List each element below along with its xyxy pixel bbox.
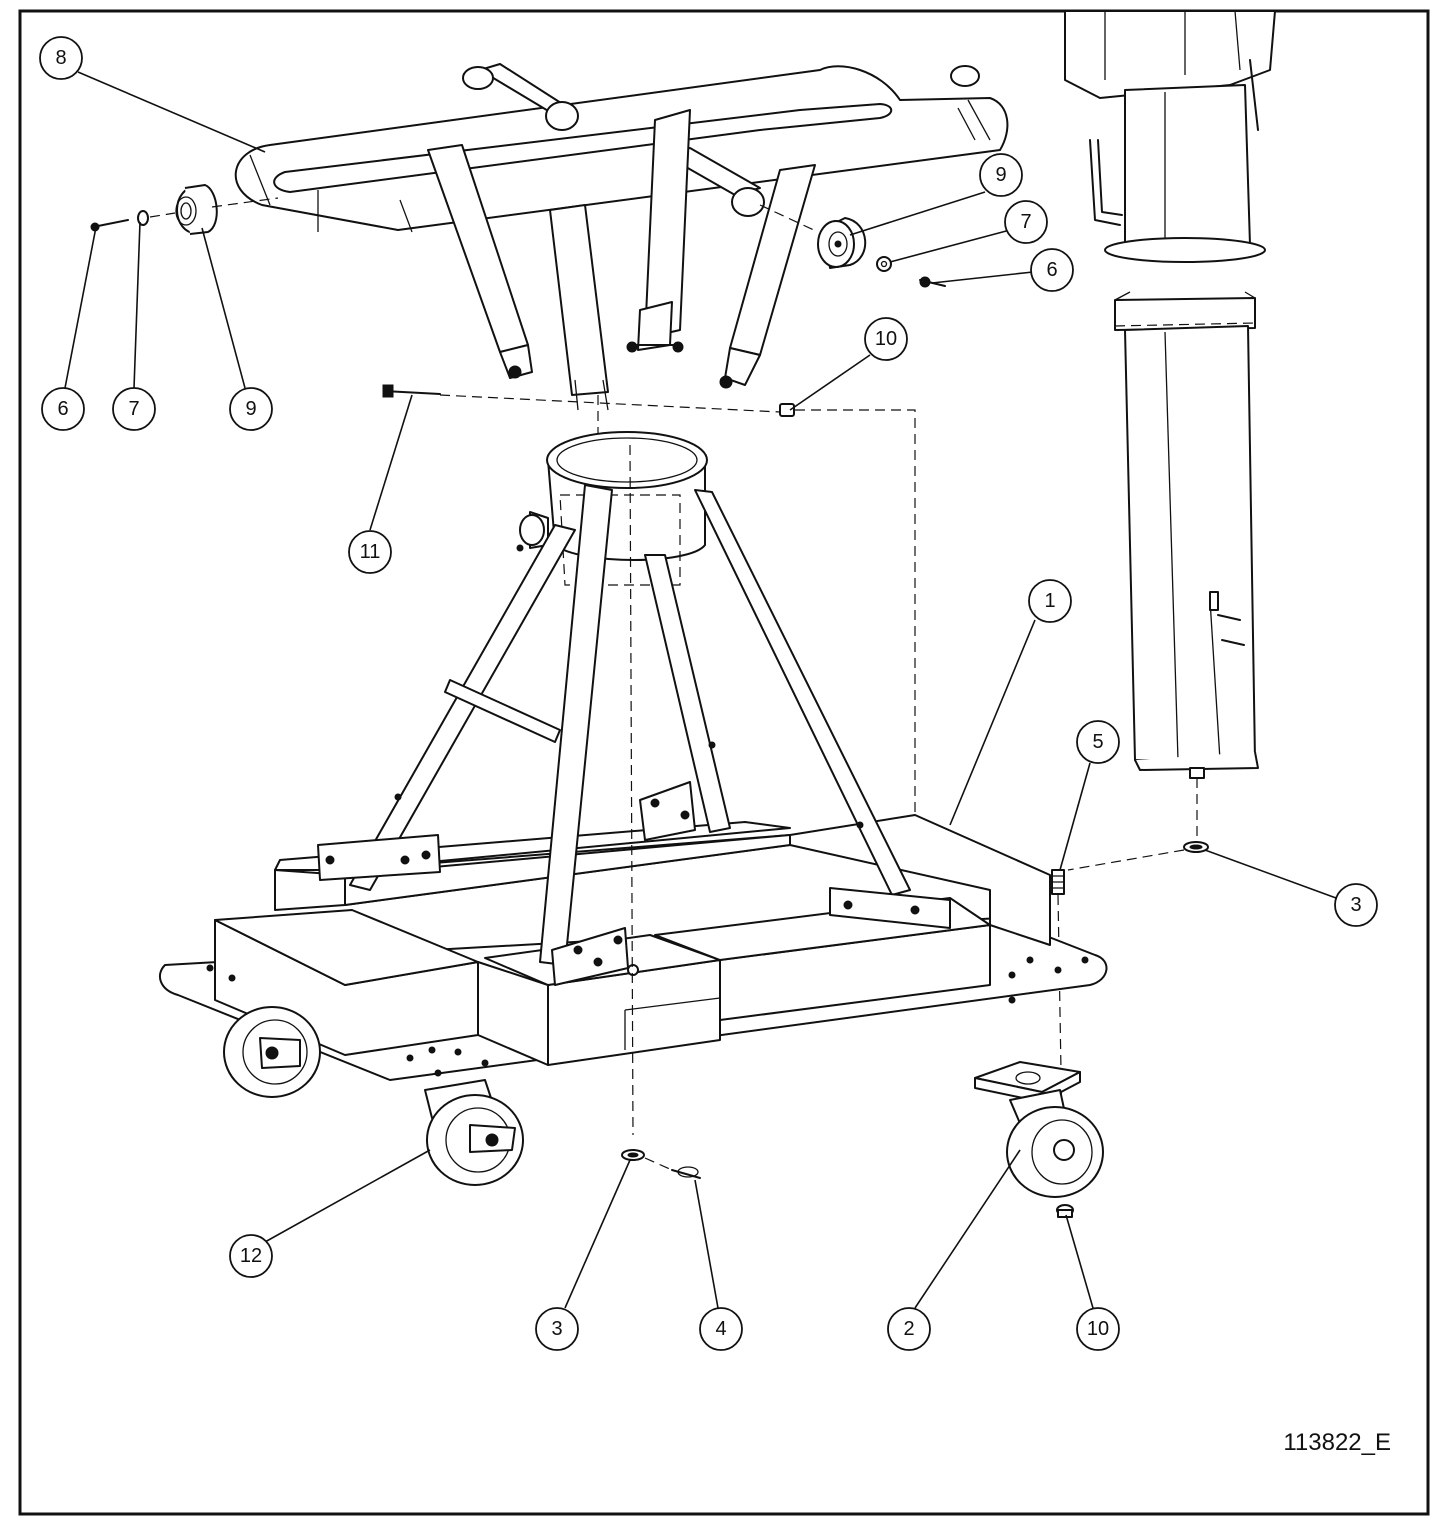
drawing-number: 113822_E	[1283, 1429, 1391, 1456]
right-roller-centerline	[759, 204, 819, 233]
callout-balloon: 10	[1076, 1307, 1120, 1351]
callout-balloon: 12	[229, 1234, 273, 1278]
callout-balloon: 4	[699, 1307, 743, 1351]
left-roller-centerline	[149, 197, 279, 218]
rear-caster	[223, 1006, 321, 1098]
lift-column	[1064, 10, 1276, 779]
callout-balloon: 3	[535, 1307, 579, 1351]
left-screw-part-6	[90, 219, 129, 232]
callout-balloon: 6	[41, 387, 85, 431]
callout-label: 10	[1087, 1318, 1109, 1340]
callout-label: 12	[240, 1245, 262, 1267]
callout-balloon: 11	[348, 530, 392, 574]
bolt-part-11	[382, 384, 441, 398]
washer-part-3-bottom	[621, 1149, 645, 1161]
nut-part-10-top	[779, 403, 795, 417]
drawing-border	[18, 9, 1430, 1516]
callout-balloon: 3	[1334, 883, 1378, 927]
callout-label: 5	[1092, 731, 1103, 753]
callout-balloon: 9	[979, 153, 1023, 197]
callout-balloon: 8	[39, 36, 83, 80]
callout-label: 7	[1020, 211, 1031, 233]
callout-label: 6	[57, 398, 68, 420]
callout-label: 4	[715, 1318, 726, 1340]
left-roller-part-9	[175, 184, 218, 235]
callout-balloon: 10	[864, 317, 908, 361]
handle-frame-part-8	[234, 63, 1009, 411]
callout-balloon: 9	[229, 387, 273, 431]
pin-part-4	[671, 1166, 701, 1179]
callout-label: 1	[1044, 590, 1055, 612]
right-washer-part-7	[876, 256, 892, 272]
callout-balloon: 6	[1030, 248, 1074, 292]
nut-part-10-bottom	[1056, 1204, 1074, 1218]
callout-balloon: 2	[887, 1307, 931, 1351]
bolt-centerline	[439, 394, 781, 413]
callout-label: 11	[360, 541, 381, 563]
callout-label: 3	[1350, 894, 1361, 916]
callout-label: 9	[995, 164, 1006, 186]
callout-label: 6	[1046, 259, 1057, 281]
callout-label: 10	[875, 328, 897, 350]
callout-balloon: 7	[112, 387, 156, 431]
callout-balloon: 5	[1076, 720, 1120, 764]
callout-label: 2	[903, 1318, 914, 1340]
right-washer-centerline	[1067, 849, 1185, 871]
centre-stand	[317, 431, 951, 986]
bolt-part-5	[1051, 869, 1065, 895]
callout-label: 3	[551, 1318, 562, 1340]
caster-part-2	[974, 1061, 1104, 1198]
callout-label: 8	[55, 47, 66, 69]
left-washer-part-7	[137, 210, 149, 226]
pin-centerline	[644, 1157, 673, 1171]
callout-balloon: 1	[1028, 579, 1072, 623]
leader-lines	[64, 71, 1337, 1309]
callout-label: 9	[245, 398, 256, 420]
right-roller-part-9	[817, 217, 867, 269]
washer-part-3-right	[1183, 841, 1209, 853]
callout-label: 7	[128, 398, 139, 420]
stand-centerline	[629, 444, 634, 1136]
frame-alignment-line	[795, 409, 916, 870]
callout-balloon: 7	[1004, 200, 1048, 244]
caster-part-12	[424, 1079, 524, 1186]
